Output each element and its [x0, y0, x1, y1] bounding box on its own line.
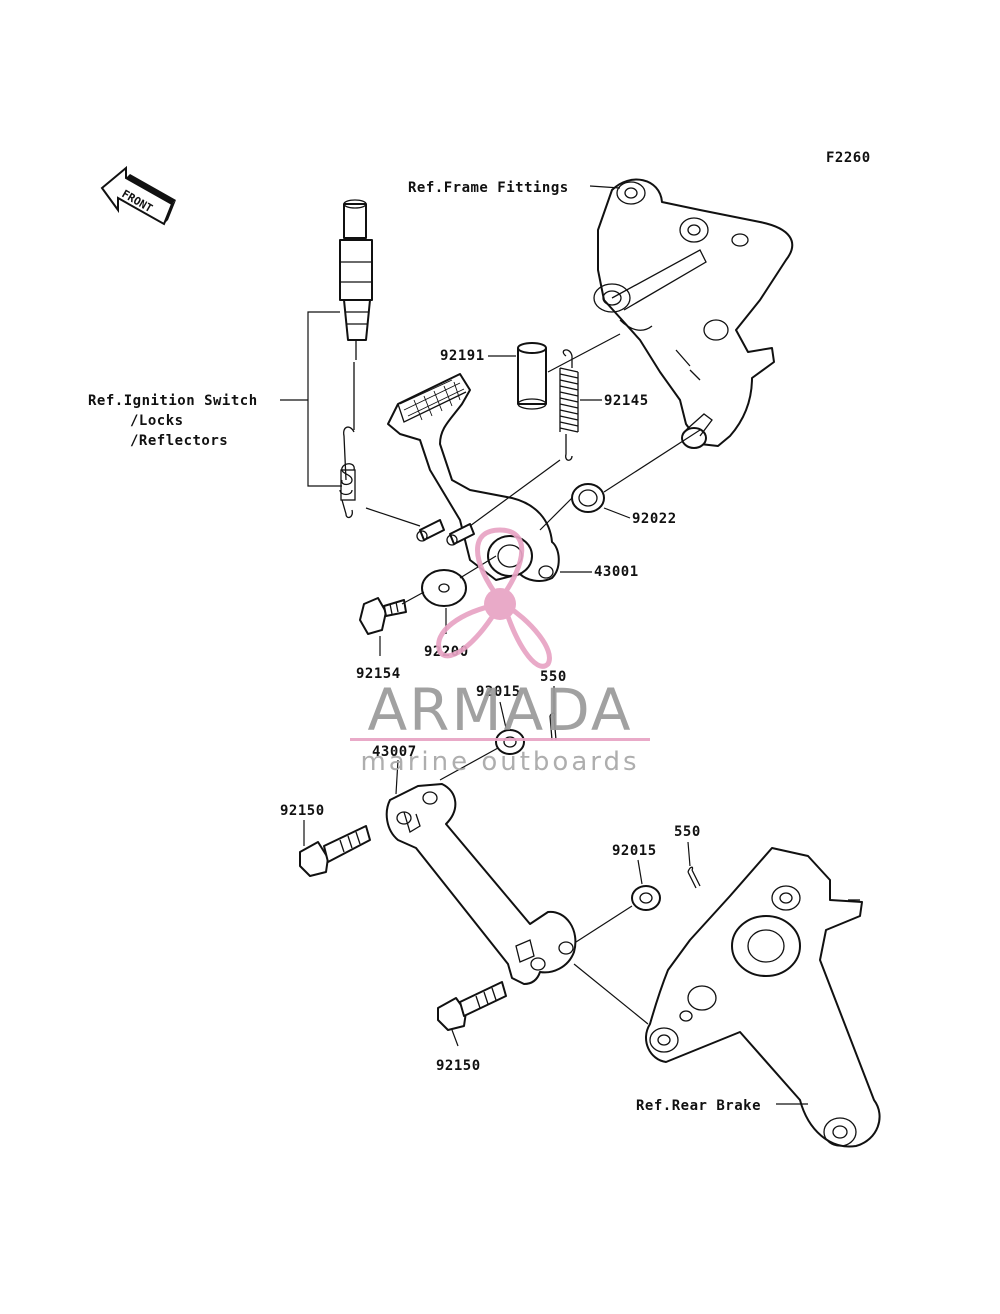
frame-bracket: [593, 178, 794, 449]
bolt-92150-a: [299, 825, 371, 877]
part-label-92150-b: 92150: [436, 1058, 481, 1074]
part-label-92150-a: 92150: [280, 803, 325, 819]
washer-92200: [421, 569, 467, 607]
ref-frame-fittings-label: Ref.Frame Fittings: [408, 180, 569, 196]
link-rod-43007: [385, 783, 577, 985]
assembly-lines: [365, 333, 701, 1025]
part-label-92022: 92022: [632, 511, 677, 527]
brake-pedal-43001: [387, 373, 560, 582]
watermark-divider: [350, 738, 650, 741]
part-label-550-b: 550: [674, 824, 701, 840]
washer-92022: [571, 483, 605, 513]
part-label-550-a: 550: [540, 669, 567, 685]
diagram-code: F2260: [826, 150, 871, 166]
watermark-tagline: marine outboards: [360, 747, 639, 777]
ref-ignition-label-3: /Reflectors: [130, 433, 228, 449]
part-label-92200: 92200: [424, 644, 469, 660]
part-label-92015-b: 92015: [612, 843, 657, 859]
part-label-92145: 92145: [604, 393, 649, 409]
front-arrow-icon: FRONT: [100, 165, 176, 226]
cotter-pin-550-b: [687, 866, 701, 889]
ref-ignition-label-1: Ref.Ignition Switch: [88, 393, 258, 409]
collar-92015-b: [631, 885, 661, 911]
part-label-43001: 43001: [594, 564, 639, 580]
bolt-92150-b: [437, 981, 507, 1031]
ref-rear-brake-label: Ref.Rear Brake: [636, 1098, 761, 1114]
part-label-43007: 43007: [372, 744, 417, 760]
armada-watermark: ARMADA marine outboards: [350, 527, 650, 777]
watermark-brand: ARMADA: [367, 676, 632, 744]
spring-92145: [559, 349, 579, 461]
part-label-92191: 92191: [440, 348, 485, 364]
ref-ignition-label-2: /Locks: [130, 413, 184, 429]
propeller-logo-icon: [436, 527, 552, 669]
part-label-92015-a: 92015: [476, 684, 521, 700]
bolt-92154: [359, 597, 407, 635]
label-leaders: [303, 185, 808, 1105]
collar-92015-a: [495, 729, 525, 755]
part-label-92154: 92154: [356, 666, 401, 682]
brake-light-switch: [339, 199, 373, 519]
rear-brake-arm: [645, 847, 881, 1148]
sleeve-92191: [517, 342, 547, 410]
